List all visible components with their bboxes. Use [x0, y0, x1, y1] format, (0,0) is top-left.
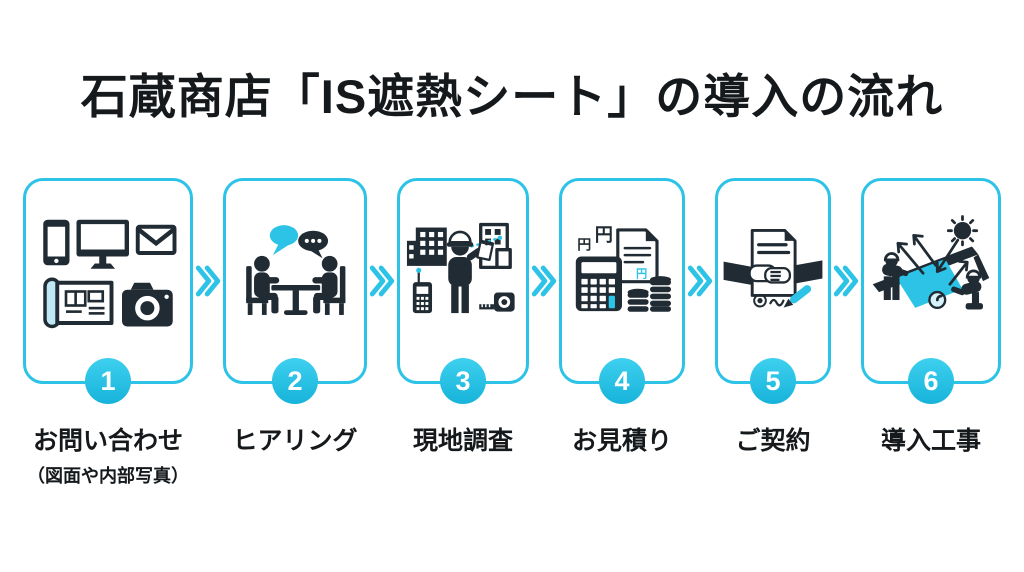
step-installation: 6 導入工事: [861, 178, 1001, 457]
step-number-badge: 1: [85, 358, 131, 404]
coin-stack: [627, 276, 671, 312]
step-hearing: 2 ヒアリング: [223, 178, 367, 457]
flow-arrow: [369, 178, 395, 384]
flow-arrow: [531, 178, 557, 384]
person-left: [246, 255, 280, 315]
step-number-badge: 4: [599, 358, 645, 404]
meeting-icon: [246, 225, 346, 315]
step-sublabel: （図面や内部写真）: [27, 466, 189, 486]
step-box: 3: [397, 178, 529, 404]
step-number-badge: 5: [750, 358, 796, 404]
step-label: ヒアリング: [232, 427, 358, 455]
step-label: 導入工事: [880, 427, 981, 455]
contact-devices-icon: [43, 219, 177, 329]
step-number-badge: 2: [272, 358, 318, 404]
step-estimate: 円 円 円: [559, 178, 685, 457]
yen-glyph: 円: [595, 225, 613, 245]
yen-glyph-accent: 円: [636, 268, 647, 281]
estimate-icon: 円 円 円: [575, 225, 671, 312]
person-right: [312, 255, 346, 315]
chevron-right-icon: [687, 265, 713, 297]
step-box: 円 円 円: [559, 178, 685, 404]
chevron-right-icon: [195, 265, 221, 297]
step-box: 1: [23, 178, 193, 404]
step-label: ご契約: [735, 427, 811, 455]
step-label: 現地調査: [412, 427, 513, 455]
site-survey-icon: [406, 222, 515, 314]
step-label: お見積り: [571, 427, 672, 455]
step-site-survey: 3 現地調査: [397, 178, 529, 457]
step-number-badge: 3: [440, 358, 486, 404]
chevron-right-icon: [369, 265, 395, 297]
worker-left: [882, 252, 909, 300]
step-box: 6: [861, 178, 1001, 404]
step-number-badge: 6: [908, 358, 954, 404]
pen: [783, 285, 812, 308]
step-contract: 5 ご契約: [715, 178, 831, 457]
process-flow: 1 お問い合わせ （図面や内部写真）: [0, 178, 1024, 488]
step-label: お問い合わせ: [32, 427, 183, 455]
handshake: [748, 264, 792, 284]
sun-icon: [946, 215, 979, 247]
page-title: 石蔵商店「IS遮熱シート」の導入の流れ: [80, 70, 944, 123]
step-inquiry: 1 お問い合わせ （図面や内部写真）: [23, 178, 193, 488]
worker-right: [951, 269, 983, 310]
step-box: 5: [715, 178, 831, 404]
contract-icon: [723, 228, 823, 308]
chevron-right-icon: [833, 265, 859, 297]
yen-glyph: 円: [577, 237, 591, 253]
flow-arrow: [195, 178, 221, 384]
installation-icon: [872, 215, 990, 310]
step-box: 2: [223, 178, 367, 404]
flow-arrow: [833, 178, 859, 384]
chevron-right-icon: [531, 265, 557, 297]
flow-arrow: [687, 178, 713, 384]
